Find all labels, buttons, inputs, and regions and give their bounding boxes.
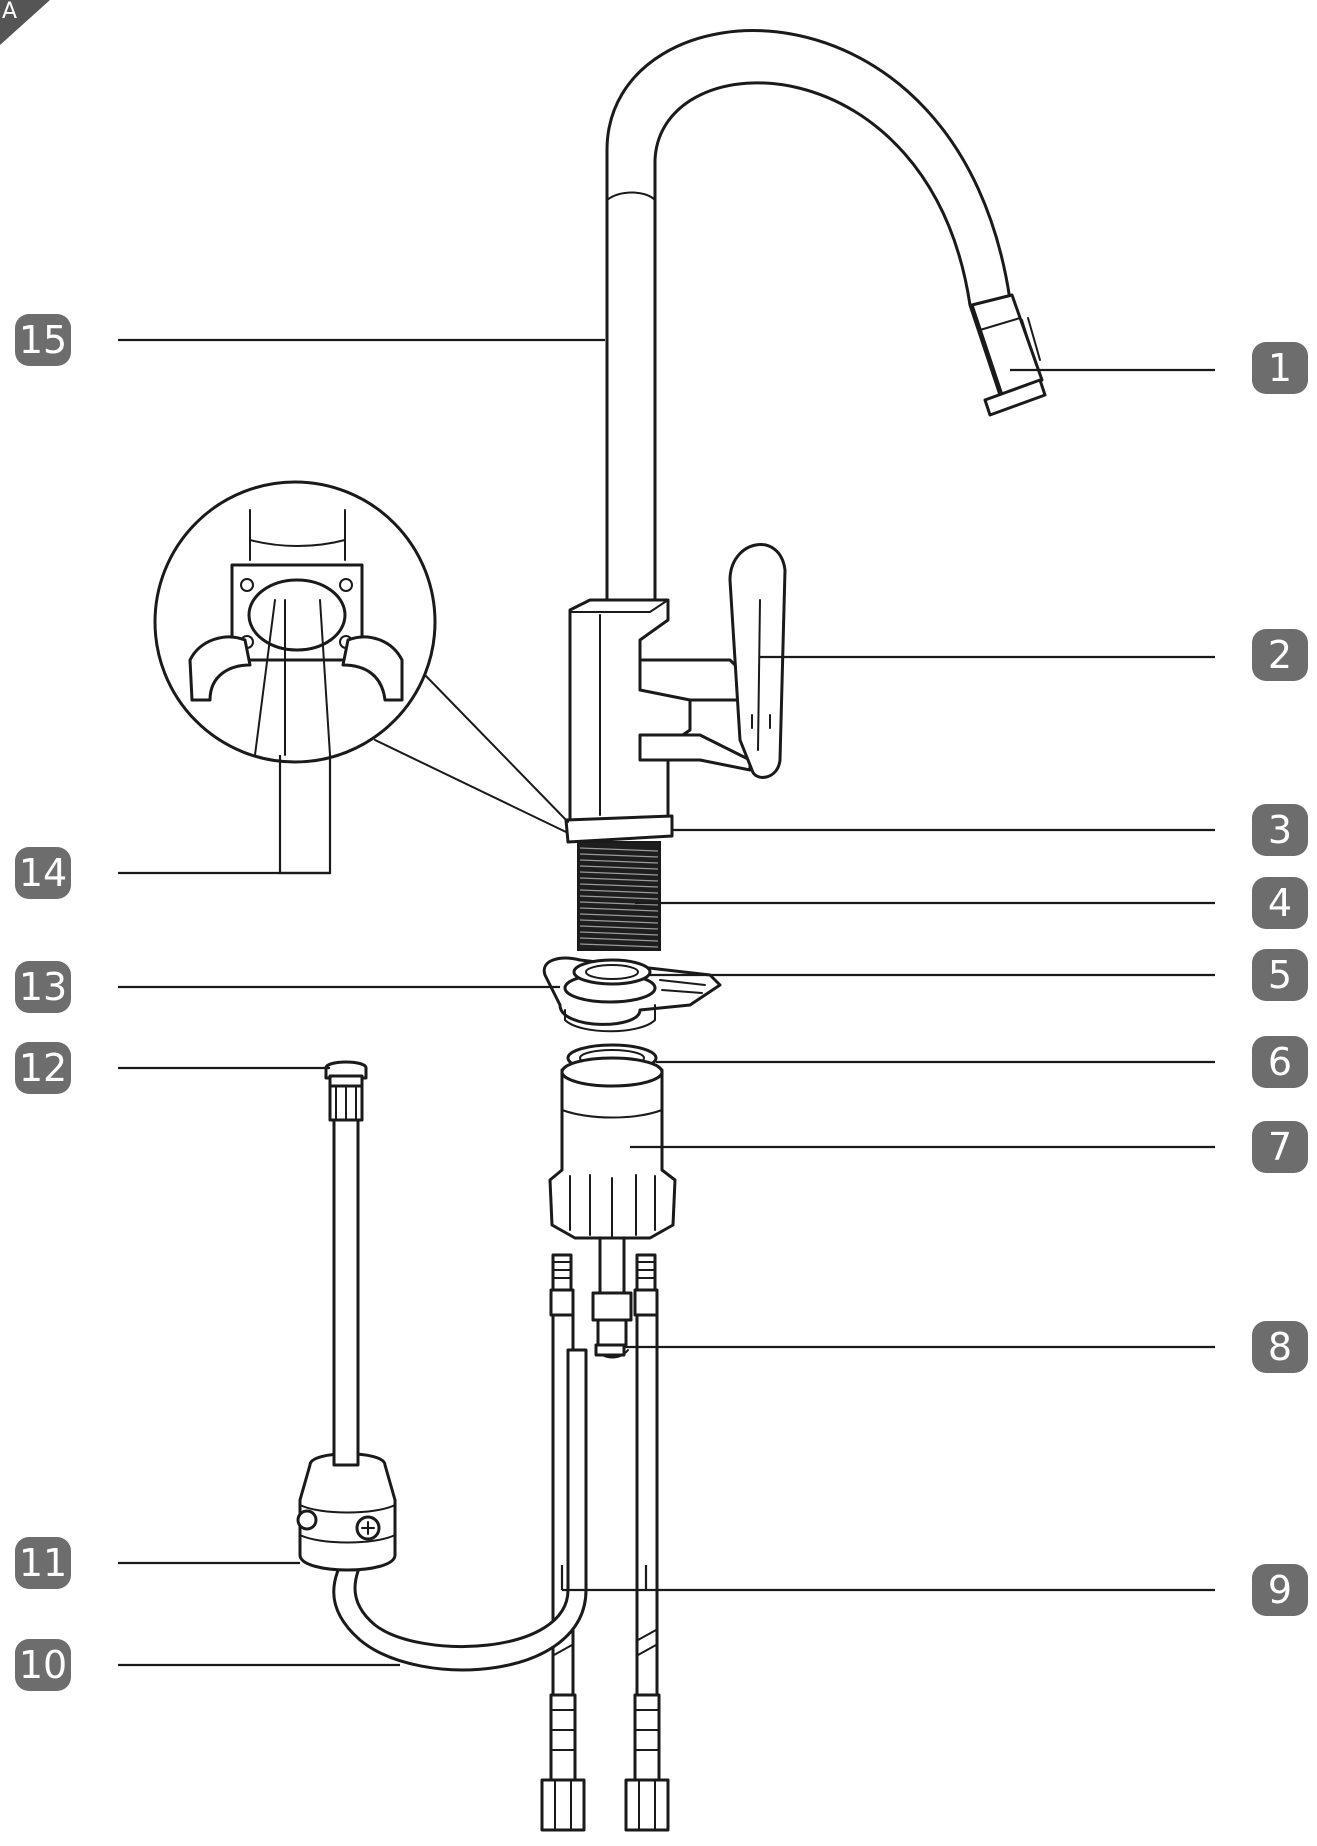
leader-bracket-14 bbox=[278, 755, 332, 875]
callout-label-10: 10 bbox=[19, 1643, 67, 1687]
callout-label-5: 5 bbox=[1268, 953, 1292, 997]
thread-line bbox=[579, 937, 659, 942]
hose-end-part-12 bbox=[324, 1060, 368, 1467]
supply-hoses-part-9 bbox=[540, 1253, 670, 1832]
callout-label-6: 6 bbox=[1268, 1040, 1292, 1084]
callout-badge-8 bbox=[1252, 1321, 1308, 1373]
callout-badge-6 bbox=[1252, 1036, 1308, 1088]
hose-connector-part-8 bbox=[591, 1236, 633, 1359]
threaded-shank-part-4 bbox=[577, 841, 661, 951]
callout-label-9: 9 bbox=[1268, 1568, 1292, 1612]
washer-part-5 bbox=[572, 958, 652, 986]
callout-label-1: 1 bbox=[1268, 346, 1292, 390]
corner-mark-letter: A bbox=[2, 0, 17, 24]
thread-line bbox=[579, 859, 659, 864]
callout-label-13: 13 bbox=[19, 965, 67, 1009]
thread-line bbox=[579, 901, 659, 906]
lever-handle-part-2 bbox=[638, 543, 787, 779]
callout-badge-1 bbox=[1252, 342, 1308, 394]
callout-badge-9 bbox=[1252, 1564, 1308, 1616]
callout-label-3: 3 bbox=[1268, 808, 1292, 852]
callout-badge-7 bbox=[1252, 1121, 1308, 1173]
callout-label-7: 7 bbox=[1268, 1125, 1292, 1169]
thread-line bbox=[579, 853, 659, 858]
callout-label-14: 14 bbox=[19, 851, 67, 895]
thread-line bbox=[579, 871, 659, 876]
thread-line bbox=[579, 895, 659, 900]
spray-head-part-1 bbox=[970, 293, 1047, 417]
detail-zoom-part-14 bbox=[153, 480, 437, 764]
callout-badge-10 bbox=[15, 1639, 71, 1691]
callout-label-15: 15 bbox=[19, 318, 67, 362]
thread-line bbox=[579, 919, 659, 924]
callout-badge-4 bbox=[1252, 877, 1308, 929]
callout-label-4: 4 bbox=[1268, 881, 1292, 925]
callout-badge-13 bbox=[15, 961, 71, 1013]
callout-badge-15 bbox=[15, 314, 71, 366]
thread-line bbox=[579, 883, 659, 888]
callout-badge-12 bbox=[15, 1042, 71, 1094]
detail-leader bbox=[374, 674, 569, 833]
thread-line bbox=[579, 925, 659, 930]
callout-label-12: 12 bbox=[19, 1046, 67, 1090]
corner-mark: A bbox=[0, 0, 50, 45]
thread-line bbox=[579, 943, 659, 948]
thread-line bbox=[579, 865, 659, 870]
callout-badge-3 bbox=[1252, 804, 1308, 856]
thread-line bbox=[579, 913, 659, 918]
callout-badge-5 bbox=[1252, 949, 1308, 1001]
callout-label-8: 8 bbox=[1268, 1325, 1292, 1369]
base-ring-part-3 bbox=[564, 814, 674, 844]
callout-badge-14 bbox=[15, 847, 71, 899]
callout-badge-11 bbox=[15, 1537, 71, 1589]
leader-bracket-9 bbox=[560, 1565, 648, 1590]
thread-line bbox=[579, 877, 659, 882]
hose-weight-part-11 bbox=[296, 1452, 397, 1572]
callout-label-2: 2 bbox=[1268, 633, 1292, 677]
mixer-body bbox=[568, 598, 692, 822]
callout-label-11: 11 bbox=[19, 1541, 67, 1585]
thread-line bbox=[579, 847, 659, 852]
callout-badge-2 bbox=[1252, 629, 1308, 681]
thread-line bbox=[579, 907, 659, 912]
thread-line bbox=[579, 889, 659, 894]
fixing-nut-part-7 bbox=[548, 1056, 677, 1240]
thread-line bbox=[579, 931, 659, 936]
